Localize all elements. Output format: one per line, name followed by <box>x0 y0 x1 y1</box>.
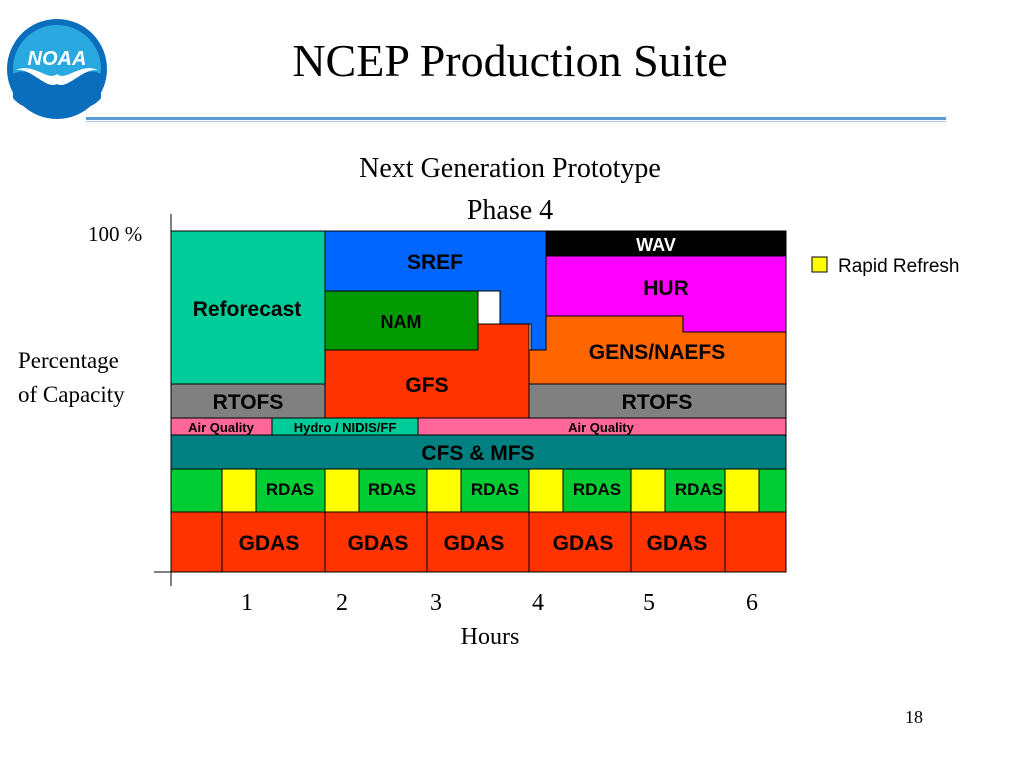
x-tick-label-4: 4 <box>532 590 544 616</box>
rdas-cell <box>460 468 530 513</box>
label-gdas-2: GDAS <box>348 532 409 555</box>
y-axis-label-line-1: Percentage <box>18 348 119 373</box>
label-sref: SREF <box>407 251 463 274</box>
label-rdas-5: RDAS <box>675 480 723 499</box>
rapid-refresh-cell <box>324 468 360 513</box>
label-rdas-1: RDAS <box>266 480 314 499</box>
rdas-row: RDAS RDAS RDAS RDAS RDAS <box>170 468 787 513</box>
block-cfs-mfs <box>170 434 787 470</box>
label-nam: NAM <box>381 312 422 332</box>
rdas-cell <box>664 468 726 513</box>
x-tick-label-3: 3 <box>430 590 442 616</box>
label-gdas-1: GDAS <box>239 532 300 555</box>
label-gdas-5: GDAS <box>647 532 708 555</box>
label-gens-naefs: GENS/NAEFS <box>589 341 726 364</box>
slide-title: NCEP Production Suite <box>292 35 728 86</box>
rapid-refresh-cell <box>724 468 760 513</box>
label-rtofs-right: RTOFS <box>622 391 693 414</box>
rdas-cell <box>255 468 326 513</box>
diagram-subtitle: Next Generation Prototype Phase 4 <box>300 148 720 232</box>
label-reforecast: Reforecast <box>193 298 302 321</box>
rapid-refresh-cell <box>426 468 462 513</box>
y-axis-label: Percentage of Capacity <box>18 344 125 412</box>
label-air-quality-right: Air Quality <box>568 420 635 435</box>
x-tick-label-1: 1 <box>241 590 253 616</box>
block-wav <box>545 230 787 257</box>
legend-label-rapid-refresh: Rapid Refresh <box>838 256 959 277</box>
subtitle-line-1: Next Generation Prototype <box>359 153 661 184</box>
x-tick-label-6: 6 <box>746 590 758 616</box>
rdas-green-cell <box>758 468 787 513</box>
x-tick-label-2: 2 <box>336 590 348 616</box>
rapid-refresh-cell <box>221 468 257 513</box>
rdas-cell <box>562 468 632 513</box>
rdas-cell <box>358 468 428 513</box>
x-tick-label-5: 5 <box>643 590 655 616</box>
label-hydro: Hydro / NIDIS/FF <box>294 420 397 435</box>
label-rdas-3: RDAS <box>471 480 519 499</box>
subtitle-line-2: Phase 4 <box>466 195 554 226</box>
label-air-quality-left: Air Quality <box>188 420 255 435</box>
y-axis-top-label: 100 % <box>88 222 143 246</box>
label-rdas-4: RDAS <box>573 480 621 499</box>
label-cfs-mfs: CFS & MFS <box>421 442 534 465</box>
block-rtofs-right <box>528 383 787 419</box>
label-gdas-4: GDAS <box>553 532 614 555</box>
rapid-refresh-cell <box>528 468 564 513</box>
x-axis-label: Hours <box>460 624 520 650</box>
noaa-logo-icon: NOAA <box>7 19 107 119</box>
rdas-green-cell <box>170 468 223 513</box>
gdas-row: GDAS GDAS GDAS GDAS GDAS <box>170 511 787 573</box>
title-rule-thin <box>86 121 946 122</box>
title-rule <box>86 117 946 120</box>
label-rdas-2: RDAS <box>368 480 416 499</box>
label-rtofs-left: RTOFS <box>213 391 284 414</box>
block-rtofs-left <box>170 383 326 419</box>
label-gdas-3: GDAS <box>444 532 505 555</box>
logo-text: NOAA <box>28 48 87 70</box>
label-gfs: GFS <box>405 374 448 397</box>
legend-swatch-rapid-refresh <box>811 256 828 273</box>
page-number: 18 <box>905 707 923 727</box>
label-wav: WAV <box>636 235 676 255</box>
gdas-background <box>170 511 787 573</box>
label-hur: HUR <box>643 277 689 300</box>
y-axis-label-line-2: of Capacity <box>18 382 125 407</box>
block-reforecast <box>170 230 326 385</box>
rapid-refresh-cell <box>630 468 666 513</box>
